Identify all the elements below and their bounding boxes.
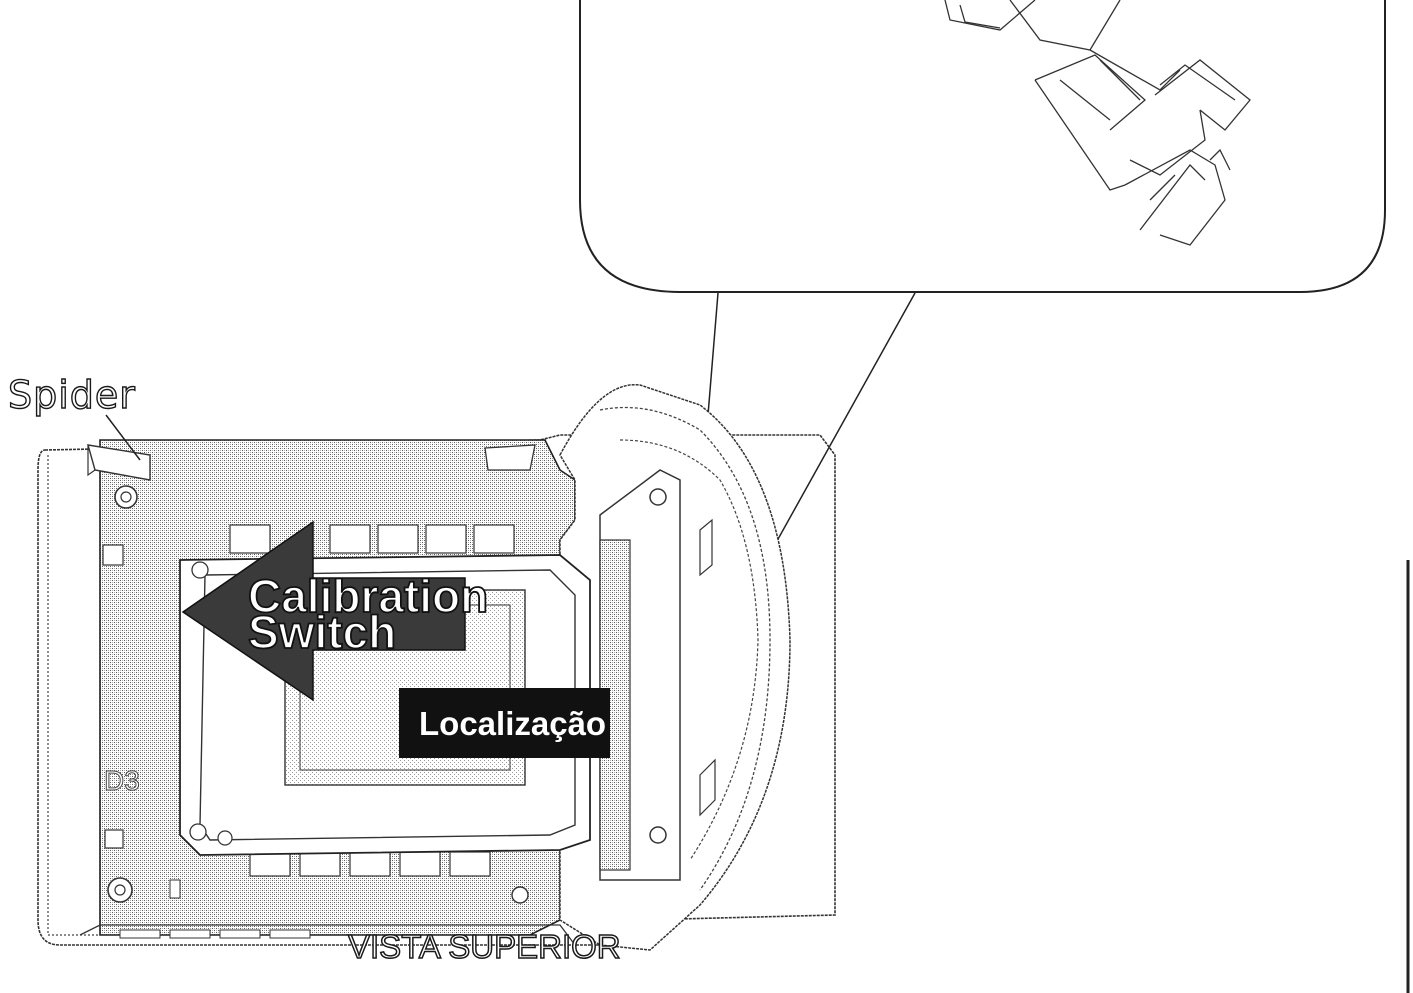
spider-leader-line <box>105 414 141 461</box>
svg-text:D3: D3 <box>104 765 140 796</box>
location-label-box <box>399 688 610 758</box>
zoomed-ribbon-connector <box>944 0 1251 246</box>
calibration-label-line2: Switch <box>248 606 396 658</box>
pcb-assembly: D3 <box>37 384 836 951</box>
calibration-label-line1: Calibration <box>248 570 488 622</box>
spider-label: Spider <box>8 373 136 417</box>
calibration-arrow <box>181 520 466 702</box>
location-label: Localização <box>419 705 606 742</box>
view-caption: VISTA SUPERIOR <box>348 928 621 965</box>
